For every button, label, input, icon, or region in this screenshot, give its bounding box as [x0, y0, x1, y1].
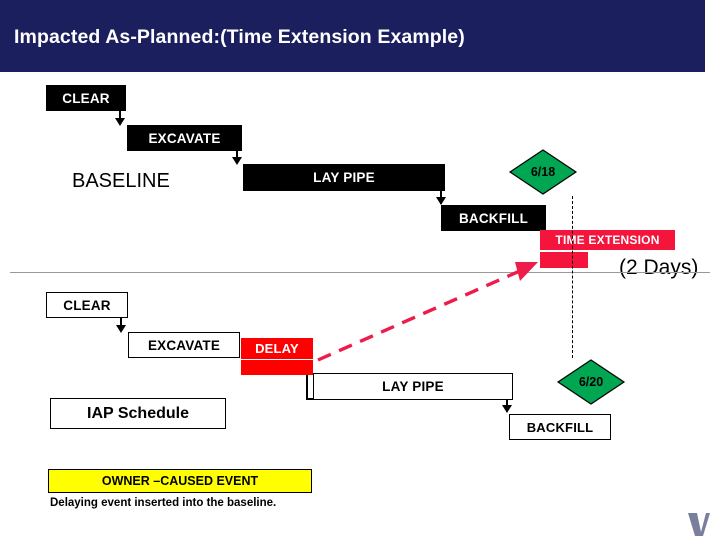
iap-task-excavate: EXCAVATE — [128, 332, 240, 358]
connector-arrow-excavate — [114, 118, 125, 126]
connector-clear-to-excavate-v — [119, 111, 121, 124]
baseline-task-clear: CLEAR — [46, 85, 126, 111]
iap-task-laypipe: LAY PIPE — [313, 373, 513, 400]
iap-connector-arrow-backfill — [501, 405, 512, 413]
iap-task-delay: DELAY — [241, 338, 313, 359]
iap-schedule-label: IAP Schedule — [50, 398, 226, 429]
iap-milestone-label: 6/20 — [578, 375, 604, 389]
page-title: Impacted As-Planned:(Time Extension Exam… — [14, 26, 465, 48]
baseline-task-laypipe: LAY PIPE — [243, 164, 445, 191]
milestone-shift-dashed-line — [572, 196, 573, 358]
iap-task-backfill: BACKFILL — [509, 414, 611, 440]
diamond-shape-icon — [508, 149, 578, 195]
iap-connector-laypipe-to-backfill-v — [506, 400, 508, 408]
iap-connector-arrow-excavate — [115, 325, 126, 333]
slide-header-bar — [0, 0, 705, 72]
delaying-event-note: Delaying event inserted into the baselin… — [50, 497, 277, 509]
iap-connector-excavate-to-laypipe-v — [306, 375, 308, 399]
owner-caused-event-label: OWNER –CAUSED EVENT — [101, 474, 259, 488]
baseline-milestone-label: 6/18 — [530, 165, 556, 179]
brand-logo-icon — [687, 512, 711, 536]
iap-task-clear: CLEAR — [46, 292, 128, 318]
iap-delay-bar — [241, 360, 313, 375]
iap-connector-clear-to-excavate-v — [120, 318, 122, 330]
baseline-task-time-extension: TIME EXTENSION — [540, 230, 675, 250]
baseline-task-excavate: EXCAVATE — [127, 125, 242, 151]
baseline-task-backfill: BACKFILL — [441, 205, 546, 231]
connector-arrow-backfill — [435, 197, 446, 205]
iap-milestone-diamond: 6/20 — [556, 358, 626, 406]
owner-caused-event-box: OWNER –CAUSED EVENT — [48, 469, 312, 493]
connector-arrow-laypipe — [231, 157, 242, 165]
time-extension-days-note: (2 Days) — [619, 256, 699, 279]
baseline-milestone-diamond: 6/18 — [508, 148, 578, 196]
time-extension-bar — [540, 252, 588, 268]
diamond-shape-icon — [556, 359, 626, 405]
schedule-divider — [10, 272, 710, 273]
delay-impact-arrow — [317, 262, 538, 362]
iap-connector-excavate-to-laypipe-h — [306, 398, 314, 400]
baseline-label: BASELINE — [72, 170, 170, 192]
